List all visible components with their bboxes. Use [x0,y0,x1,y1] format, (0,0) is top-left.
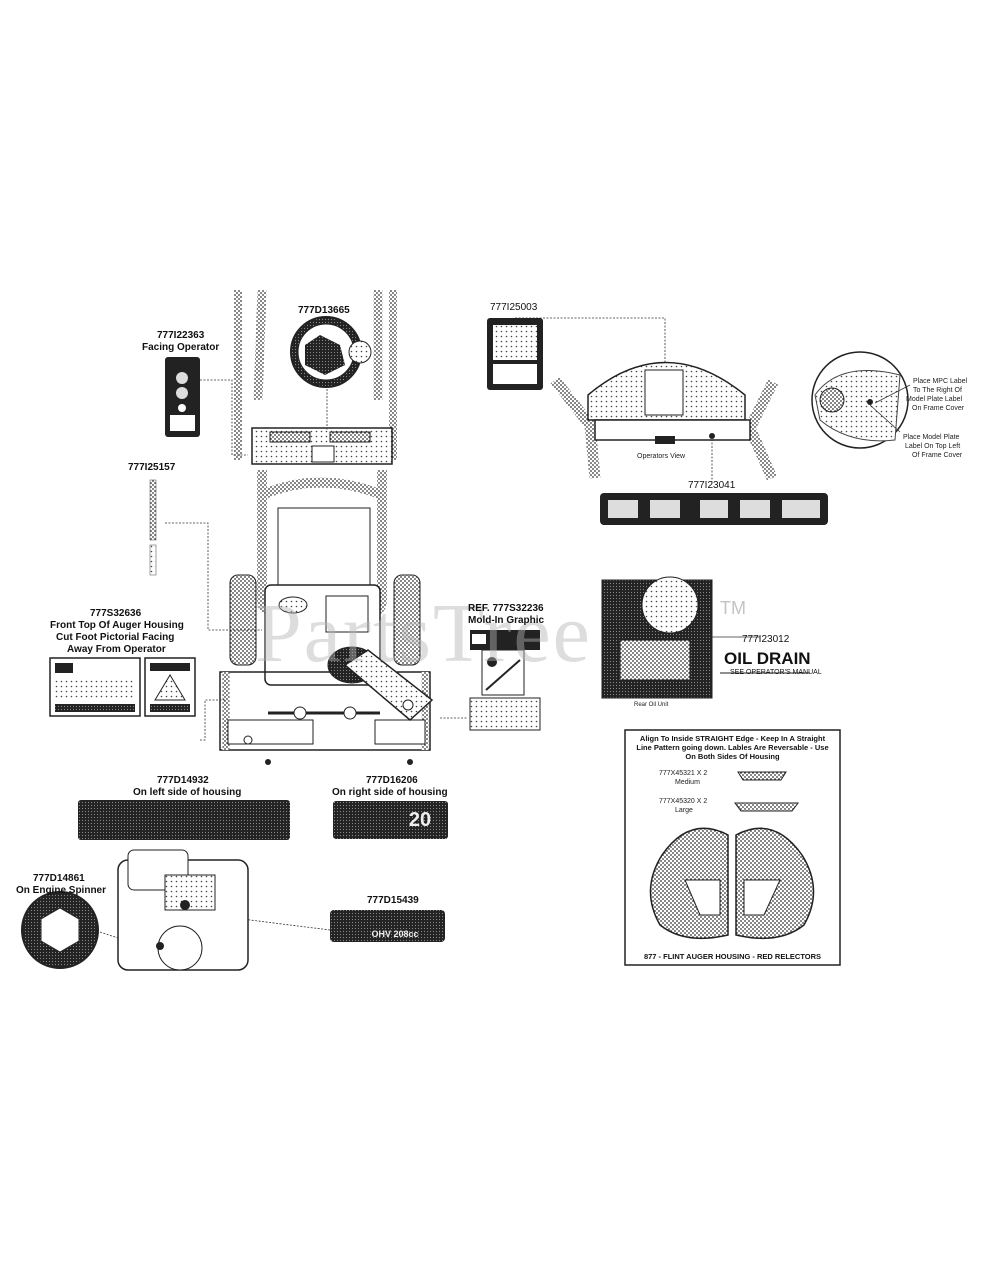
label-777i25157: 777I25157 [128,462,176,473]
decal-32636 [49,657,196,717]
reflector-large-part: 777X45320 X 2 [659,798,708,805]
mold-in-graphic [469,630,541,731]
decal-15439 [330,910,445,942]
label-auger-housing-note3: Away From Operator [67,644,166,655]
label-model-note2: Label On Top Left [905,443,961,450]
decal-14932 [78,800,290,840]
label-auger-housing-note1: Front Top Of Auger Housing [50,620,184,631]
label-right-side-housing: On right side of housing [332,787,448,798]
label-mpc-note2: To The Right Of [913,387,962,394]
watermark: PartsTree [255,587,592,680]
oil-drain-subtitle: SEE OPERATOR'S MANUAL [730,669,822,676]
reflector-note-line1: Align To Inside STRAIGHT Edge - Keep In … [639,734,826,743]
reflector-caption: 877 - FLINT AUGER HOUSING - RED RELECTOR… [643,952,822,961]
label-facing-operator: Facing Operator [142,342,220,353]
reflector-medium-size: Medium [675,779,700,786]
label-mpc-note1: Place MPC Label [913,378,968,385]
decal-13665 [290,316,372,388]
reflector-note-line3: On Both Sides Of Housing [685,752,780,761]
label-mold-in-graphic: Mold-In Graphic [468,615,545,626]
label-left-side-housing: On left side of housing [133,787,242,798]
label-777i25003: 777I25003 [490,302,538,313]
reflector-box [624,729,841,966]
label-777i23041: 777I23041 [688,480,736,491]
watermark-tm: TM [720,598,746,618]
decal-15439-text: OHV 208cc [371,929,419,939]
reflector-note-line2: Line Pattern going down. Lables Are Reve… [636,743,829,752]
label-777d14861: 777D14861 [33,873,85,884]
decal-16206-number: 20 [408,808,432,831]
label-777d14932: 777D14932 [157,775,209,786]
label-oil-unit: Rear Oil Unit [634,702,669,708]
reflector-medium-part: 777X45321 X 2 [659,770,708,777]
label-777i23012: 777I23012 [742,634,790,645]
decal-23041 [600,493,828,525]
label-777d13665: 777D13665 [298,305,350,316]
oil-drain-photo [601,576,810,699]
label-777i22363: 777I22363 [157,330,205,341]
label-777s32636: 777S32636 [90,608,142,619]
label-mpc-note4: On Frame Cover [912,405,965,412]
decal-25003 [487,318,543,390]
operators-view-drawing [550,361,778,481]
label-ref-777s32236: REF. 777S32236 [468,603,544,614]
reflector-large-size: Large [675,807,693,814]
label-777d15439: 777D15439 [367,895,419,906]
decal-16206 [333,801,448,839]
model-plate-detail [811,351,911,449]
decal-14861 [21,891,99,969]
decal-22363 [165,357,200,437]
label-operators-view: Operators View [637,453,686,460]
label-engine-spinner: On Engine Spinner [16,885,107,896]
label-model-note1: Place Model Plate [903,434,960,441]
engine-drawing [117,849,249,971]
oil-drain-title: OIL DRAIN [724,649,811,668]
decal-25157 [149,479,157,576]
label-model-note3: Of Frame Cover [912,452,963,459]
label-auger-housing-note2: Cut Foot Pictorial Facing [56,632,175,643]
snowthrower-body [219,289,434,765]
label-777d16206: 777D16206 [366,775,418,786]
label-mpc-note3: Model Plate Label [906,396,963,403]
